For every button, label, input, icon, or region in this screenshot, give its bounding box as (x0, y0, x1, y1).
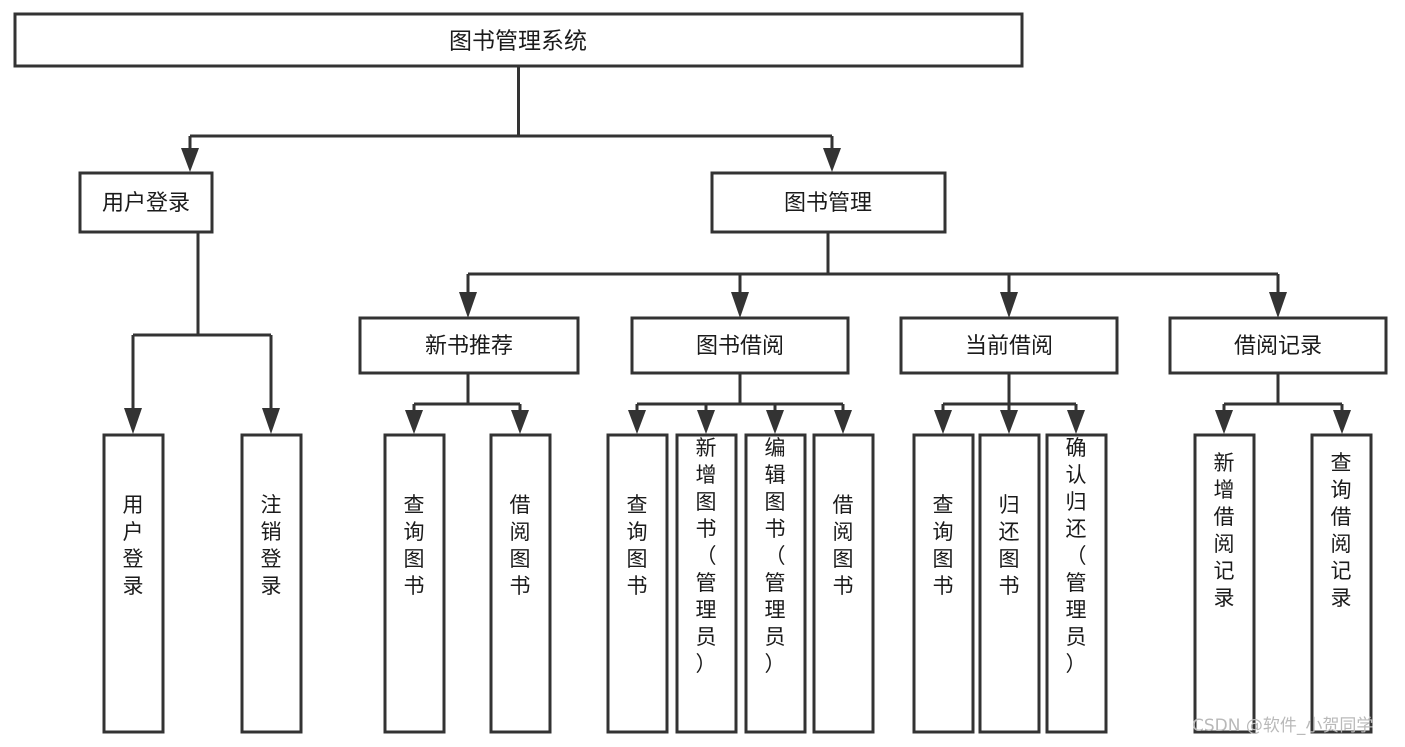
leaf-book-borrow-2[interactable]: 新增图书（管理员） (675, 433, 738, 734)
arrowhead-book-manage (823, 148, 841, 172)
leaf-new-book-rec-1[interactable]: 查询图书 (383, 433, 446, 734)
leaf-book-borrow-1-box[interactable] (606, 433, 669, 734)
leaf-user-login-2-label: 注销登录 (261, 493, 282, 598)
leaf-new-book-rec-1-box[interactable] (383, 433, 446, 734)
arrowhead-leaf-bb-4 (834, 410, 852, 434)
leaf-current-borrow-2-box[interactable] (978, 433, 1041, 734)
node-borrow-record-label: 借阅记录 (1234, 334, 1322, 359)
node-borrow-record[interactable]: 借阅记录 (1168, 316, 1388, 375)
leaf-current-borrow-2-label: 归还图书 (999, 493, 1020, 598)
arrowhead-leaf-br-2 (1333, 410, 1351, 434)
leaf-current-borrow-1-label: 查询图书 (933, 493, 954, 598)
arrowhead-leaf-bb-1 (628, 410, 646, 434)
arrowhead-borrow-record (1269, 292, 1287, 318)
leaf-book-borrow-1[interactable]: 查询图书 (606, 433, 669, 734)
arrowhead-leaf-nbr-1 (405, 410, 423, 434)
leaf-book-borrow-4-box[interactable] (812, 433, 875, 734)
leaf-current-borrow-3-label: 确认归还（管理员） (1066, 436, 1087, 676)
arrowhead-leaf-br-1 (1215, 410, 1233, 434)
leaf-book-borrow-3-box[interactable] (744, 433, 807, 734)
node-current-borrow-label: 当前借阅 (965, 334, 1053, 359)
node-root-label: 图书管理系统 (449, 29, 587, 55)
arrowhead-leaf-bb-3 (766, 410, 784, 434)
leaf-new-book-rec-1-label: 查询图书 (404, 493, 425, 598)
leaf-new-book-rec-2-box[interactable] (489, 433, 552, 734)
node-book-manage-label: 图书管理 (784, 191, 872, 216)
node-current-borrow-box[interactable] (899, 316, 1119, 375)
arrowhead-current-borrow (1000, 292, 1018, 318)
arrowhead-leaf-nbr-2 (511, 410, 529, 434)
node-book-borrow-box[interactable] (630, 316, 850, 375)
node-borrow-record-box[interactable] (1168, 316, 1388, 375)
leaf-borrow-record-1-box[interactable] (1193, 433, 1256, 734)
arrowhead-user-login (181, 148, 199, 172)
leaf-new-book-rec-2-label: 借阅图书 (510, 493, 531, 598)
node-user-login-label: 用户登录 (102, 191, 190, 216)
leaf-borrow-record-2-label: 查询借阅记录 (1331, 451, 1352, 610)
leaf-current-borrow-3-box[interactable] (1045, 433, 1108, 734)
arrowhead-leaf-cb-3 (1067, 410, 1085, 434)
csdn-watermark: CSDN @软件_小贺同学 (1192, 716, 1373, 736)
connector-layer (124, 66, 1351, 434)
leaf-book-borrow-4-label: 借阅图书 (833, 493, 854, 598)
leaf-user-login-1[interactable]: 用户登录 (102, 433, 165, 734)
leaf-borrow-record-1-label: 新增借阅记录 (1214, 451, 1235, 610)
leaf-user-login-2-box[interactable] (240, 433, 303, 734)
node-new-book-rec-label: 新书推荐 (425, 334, 513, 359)
node-book-manage[interactable]: 图书管理 (710, 171, 947, 234)
leaf-new-book-rec-2[interactable]: 借阅图书 (489, 433, 552, 734)
leaf-user-login-2[interactable]: 注销登录 (240, 433, 303, 734)
leaf-borrow-record-2[interactable]: 查询借阅记录 (1310, 433, 1373, 734)
leaf-book-borrow-2-label: 新增图书（管理员） (696, 436, 717, 676)
node-new-book-rec[interactable]: 新书推荐 (358, 316, 580, 375)
arrowhead-leaf-bb-2 (697, 410, 715, 434)
leaf-user-login-1-box[interactable] (102, 433, 165, 734)
leaf-borrow-record-2-box[interactable] (1310, 433, 1373, 734)
leaf-current-borrow-3[interactable]: 确认归还（管理员） (1045, 433, 1108, 734)
node-current-borrow[interactable]: 当前借阅 (899, 316, 1119, 375)
arrowhead-leaf-user-login-1 (124, 408, 142, 434)
leaf-current-borrow-1-box[interactable] (912, 433, 975, 734)
leaf-user-login-1-label: 用户登录 (123, 493, 144, 598)
leaf-book-borrow-3-label: 编辑图书（管理员） (765, 436, 786, 676)
node-root-box[interactable] (13, 12, 1024, 68)
arrowhead-new-book-rec (459, 292, 477, 318)
node-new-book-rec-box[interactable] (358, 316, 580, 375)
leaf-borrow-record-1[interactable]: 新增借阅记录 (1193, 433, 1256, 734)
arrowhead-leaf-cb-1 (934, 410, 952, 434)
leaf-book-borrow-1-label: 查询图书 (627, 493, 648, 598)
leaf-book-borrow-4[interactable]: 借阅图书 (812, 433, 875, 734)
node-root[interactable]: 图书管理系统 (13, 12, 1024, 68)
leaf-current-borrow-2[interactable]: 归还图书 (978, 433, 1041, 734)
node-book-borrow-label: 图书借阅 (696, 334, 784, 359)
leaf-book-borrow-2-box[interactable] (675, 433, 738, 734)
leaf-book-borrow-3[interactable]: 编辑图书（管理员） (744, 433, 807, 734)
leaf-current-borrow-1[interactable]: 查询图书 (912, 433, 975, 734)
node-book-borrow[interactable]: 图书借阅 (630, 316, 850, 375)
arrowhead-book-borrow (731, 292, 749, 318)
arrowhead-leaf-user-login-2 (262, 408, 280, 434)
node-user-login[interactable]: 用户登录 (78, 171, 214, 234)
arrowhead-leaf-cb-2 (1000, 410, 1018, 434)
node-book-manage-box[interactable] (710, 171, 947, 234)
node-user-login-box[interactable] (78, 171, 214, 234)
